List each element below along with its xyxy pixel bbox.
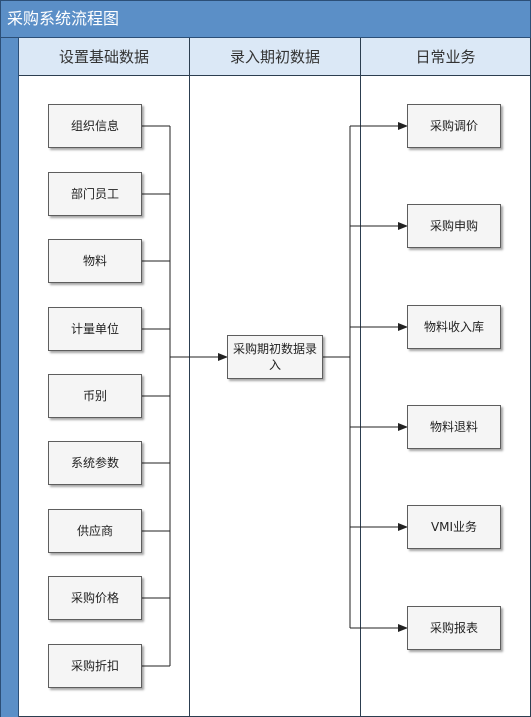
node-opening-data-entry: 采购期初数据录入	[227, 335, 323, 379]
node-price-adjustment: 采购调价	[407, 104, 501, 148]
pool-side-strip	[0, 38, 19, 717]
node-org-info: 组织信息	[48, 104, 142, 148]
node-material: 物料	[48, 239, 142, 283]
node-department-staff: 部门员工	[48, 172, 142, 216]
lane-header-basic-data: 设置基础数据	[19, 38, 190, 76]
node-supplier: 供应商	[48, 509, 142, 553]
diagram-title: 采购系统流程图	[7, 9, 120, 28]
lane-body-opening-data	[190, 76, 361, 717]
node-system-params: 系统参数	[48, 441, 142, 485]
node-purchase-request: 采购申购	[407, 204, 501, 248]
node-vmi-business: VMI业务	[407, 505, 501, 549]
node-material-receipt: 物料收入库	[407, 305, 501, 349]
node-unit-of-measure: 计量单位	[48, 307, 142, 351]
node-purchase-price: 采购价格	[48, 576, 142, 620]
node-material-return: 物料退料	[407, 405, 501, 449]
lane-header-opening-data: 录入期初数据	[190, 38, 361, 76]
title-bar: 采购系统流程图	[0, 0, 531, 38]
node-currency: 币别	[48, 374, 142, 418]
node-purchase-discount: 采购折扣	[48, 644, 142, 688]
node-purchase-report: 采购报表	[407, 606, 501, 650]
lane-header-daily-business: 日常业务	[361, 38, 531, 76]
